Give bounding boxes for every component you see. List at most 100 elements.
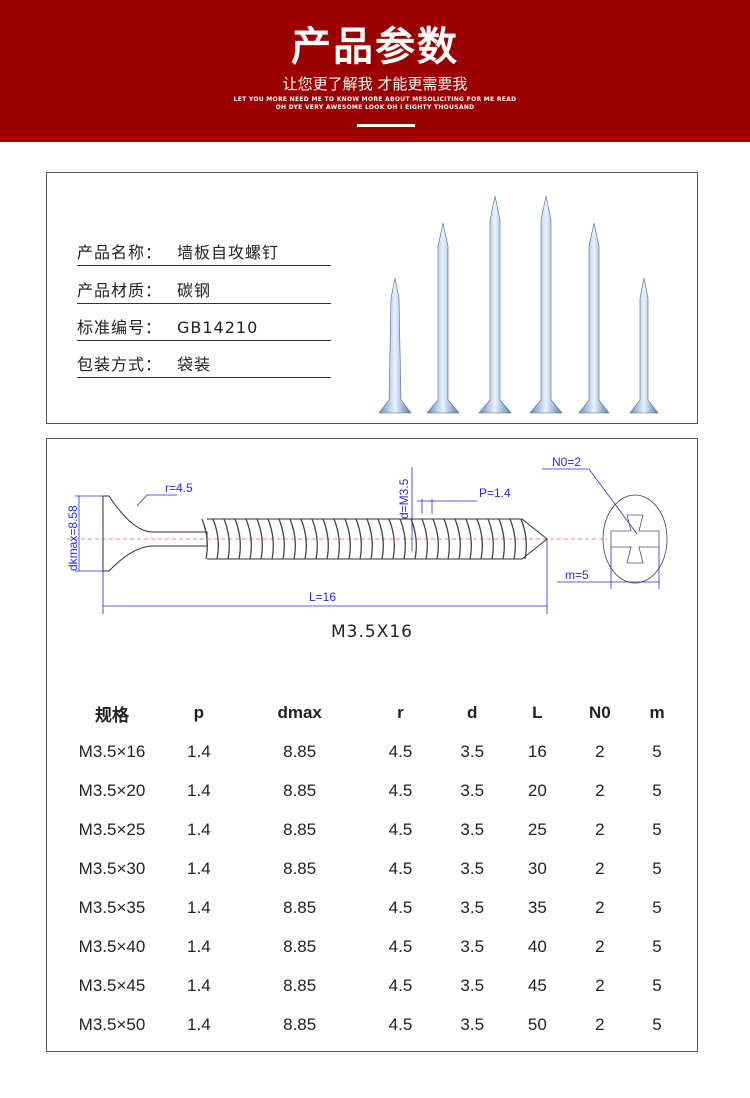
table-cell: M3.5×35 xyxy=(78,897,146,917)
divider xyxy=(357,124,415,127)
thread-line xyxy=(432,518,439,560)
table-cell: 8.85 xyxy=(283,741,317,761)
info-value: 碳钢 xyxy=(177,281,212,300)
table-cell: 3.5 xyxy=(460,1014,485,1034)
table-cell: 8.85 xyxy=(283,975,317,995)
thread-line xyxy=(311,518,318,560)
info-row: 产品材质： 碳钢 xyxy=(77,277,331,304)
table-cell: 5 xyxy=(652,975,662,995)
table-cell: 8.85 xyxy=(283,819,317,839)
table-cell: 8.85 xyxy=(283,936,317,956)
thread-line xyxy=(498,518,505,560)
table-row: M3.5×45 1.4 8.85 4.5 3.5 45 2 5 xyxy=(61,966,681,1005)
thread-line xyxy=(487,518,494,560)
table-cell: 1.4 xyxy=(187,1014,211,1034)
english-tagline-2: OH DYE VERY AWESOME LOOK OH I EIGHTY THO… xyxy=(275,104,475,111)
table-cell: 1.4 xyxy=(187,975,211,995)
thread-line xyxy=(366,518,373,560)
m-dim: m=5 xyxy=(565,568,589,582)
table-cell: 45 xyxy=(527,975,547,995)
table-cell: 35 xyxy=(527,897,547,917)
page-title: 产品参数 xyxy=(291,24,459,70)
table-cell: 2 xyxy=(595,819,605,839)
table-cell: 1.4 xyxy=(187,741,211,761)
specification-panel: /*threads*/ r=4.5 dkmax=8.58 d=M3.5 P=1.… xyxy=(46,438,698,1052)
table-cell: 1.4 xyxy=(187,936,211,956)
thread-line xyxy=(333,518,340,560)
table-cell: 4.5 xyxy=(388,741,413,761)
table-cell: 2 xyxy=(595,975,605,995)
thread-line xyxy=(322,518,329,560)
product-info-panel: 产品名称：墙板自攻螺钉 产品材质：碳钢 标准编号：GB14210 包装方式：袋装 xyxy=(46,172,698,424)
info-value: 袋装 xyxy=(177,355,212,374)
info-row: 标准编号： GB14210 xyxy=(77,314,331,341)
info-label: 产品名称： xyxy=(77,243,163,262)
thread-line xyxy=(520,518,527,560)
thread-line xyxy=(289,518,296,560)
drawing-caption: M3.5X16 xyxy=(331,622,413,642)
table-cell: 3.5 xyxy=(460,975,485,995)
table-cell: 5 xyxy=(652,1014,662,1034)
table-cell: 4.5 xyxy=(388,819,413,839)
thread-line xyxy=(509,518,516,560)
info-label: 标准编号： xyxy=(77,318,163,337)
table-cell: M3.5×20 xyxy=(78,780,146,800)
table-cell: M3.5×40 xyxy=(78,936,146,956)
d-dim: d=M3.5 xyxy=(397,478,411,519)
thread-line xyxy=(256,518,263,560)
table-cell: 20 xyxy=(527,780,547,800)
p-dim: P=1.4 xyxy=(479,486,511,500)
table-cell: 8.85 xyxy=(283,858,317,878)
english-tagline-1: LET YOU MORE NEED ME TO KNOW MORE ABOUT … xyxy=(233,96,517,103)
table-cell: 2 xyxy=(595,936,605,956)
table-cell: 4.5 xyxy=(388,1014,413,1034)
table-cell: 1.4 xyxy=(187,897,211,917)
table-cell: 40 xyxy=(527,936,547,956)
table-cell: 2 xyxy=(595,741,605,761)
table-cell: 4.5 xyxy=(388,780,413,800)
screws-photo xyxy=(378,195,659,414)
table-cell: 4.5 xyxy=(388,975,413,995)
thread-line xyxy=(388,518,395,560)
info-label: 产品材质： xyxy=(77,281,163,300)
table-cell: 3.5 xyxy=(460,936,485,956)
thread-line xyxy=(399,518,406,560)
thread-line xyxy=(377,518,384,560)
thread-line xyxy=(454,518,461,560)
technical-drawing: /*threads*/ r=4.5 dkmax=8.58 d=M3.5 P=1.… xyxy=(66,455,668,614)
column-header: r xyxy=(397,703,404,722)
table-cell: 3.5 xyxy=(460,819,485,839)
table-cell: 3.5 xyxy=(460,858,485,878)
column-header: dmax xyxy=(277,703,322,722)
table-cell: 2 xyxy=(595,780,605,800)
table-cell: 1.4 xyxy=(187,858,211,878)
thread-line xyxy=(421,518,428,560)
table-cell: 5 xyxy=(652,741,662,761)
table-cell: 2 xyxy=(595,858,605,878)
table-cell: 5 xyxy=(652,936,662,956)
table-cell: 2 xyxy=(595,1014,605,1034)
table-cell: M3.5×16 xyxy=(78,741,146,761)
table-cell: 8.85 xyxy=(283,1014,317,1034)
header-banner: 产品参数 让您更了解我 才能更需要我 LET YOU MORE NEED ME … xyxy=(0,0,750,142)
table-cell: 5 xyxy=(652,858,662,878)
subtitle: 让您更了解我 才能更需要我 xyxy=(282,75,468,93)
thread-line xyxy=(278,518,285,560)
table-cell: M3.5×45 xyxy=(78,975,146,995)
info-value: GB14210 xyxy=(177,318,259,337)
thread-line xyxy=(465,518,472,560)
table-cell: 5 xyxy=(652,780,662,800)
info-value: 墙板自攻螺钉 xyxy=(177,243,280,262)
table-cell: 3.5 xyxy=(460,741,485,761)
thread-line xyxy=(212,518,219,560)
thread-line xyxy=(201,518,208,560)
table-cell: 25 xyxy=(527,819,547,839)
